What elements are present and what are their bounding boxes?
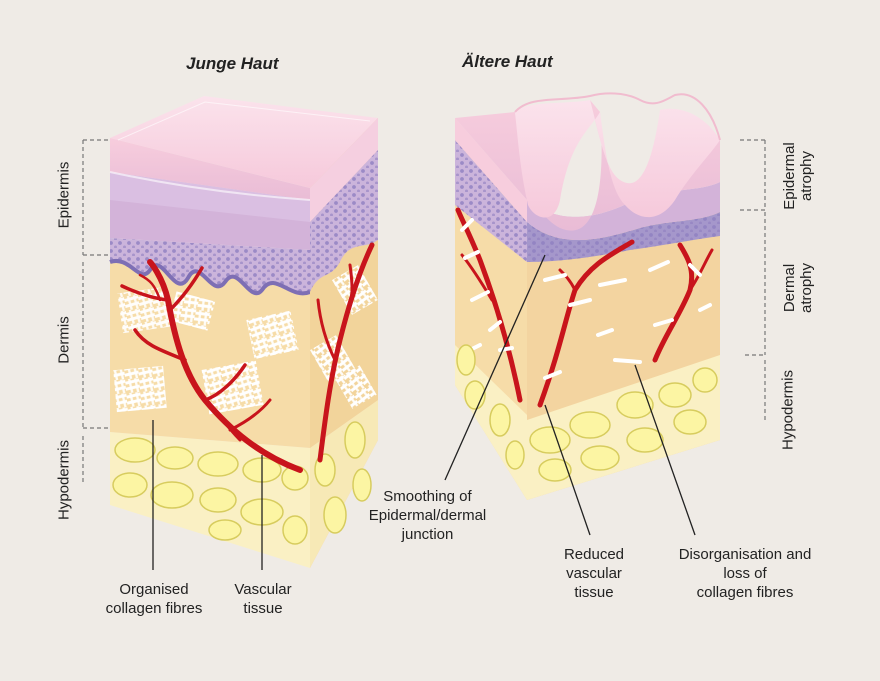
callout-smoothing-line1: Smoothing of	[383, 488, 472, 505]
young-stratum-corneum	[110, 138, 310, 200]
callout-reduced-vascular: Reduced vascular tissue	[548, 545, 640, 602]
callout-vascular-line2: tissue	[243, 600, 283, 617]
label-epidermis: Epidermis	[55, 161, 73, 229]
callout-disorg-line1: Disorganisation and	[678, 546, 812, 563]
callout-disorganisation: Disorganisation and loss of collagen fib…	[655, 545, 835, 602]
label-dermal-atrophy: Dermal atrophy	[781, 263, 815, 313]
label-epidermal-atrophy-line2: atrophy	[798, 150, 815, 202]
callout-smoothing-line3: junction	[401, 526, 454, 543]
label-hypodermis-left: Hypodermis	[55, 439, 73, 521]
callout-reduced-line2: vascular	[566, 565, 622, 582]
callout-organised-collagen: Organised collagen fibres	[80, 580, 228, 618]
leader-lines	[152, 254, 696, 570]
title-young-skin: Junge Haut	[186, 54, 279, 73]
callout-organised-line2: collagen fibres	[105, 600, 203, 617]
older-skin-block	[455, 92, 721, 500]
callout-disorg-line2: loss of	[723, 565, 767, 582]
left-layer-brackets	[82, 139, 108, 485]
callout-reduced-line3: tissue	[574, 584, 614, 601]
callout-smoothing-junction: Smoothing of Epidermal/dermal junction	[360, 487, 495, 544]
callout-smoothing-line2: Epidermal/dermal	[368, 507, 487, 524]
callout-disorg-line3: collagen fibres	[696, 584, 794, 601]
callout-organised-line1: Organised	[119, 581, 189, 598]
label-dermal-atrophy-line1: Dermal	[781, 263, 798, 313]
right-layer-brackets	[740, 139, 766, 420]
young-top-surface	[110, 96, 378, 188]
callout-vascular-tissue: Vascular tissue	[222, 580, 304, 618]
young-dermis	[110, 260, 310, 448]
callout-vascular-line1: Vascular	[234, 581, 292, 598]
callout-reduced-line1: Reduced	[563, 546, 625, 563]
label-epidermal-atrophy: Epidermal atrophy	[781, 142, 815, 210]
title-older-skin: Ältere Haut	[462, 52, 553, 71]
label-dermis: Dermis	[55, 316, 73, 364]
label-hypodermis-right: Hypodermis	[779, 369, 797, 451]
label-dermal-atrophy-line2: atrophy	[798, 262, 815, 314]
young-skin-block	[109, 96, 378, 568]
label-epidermal-atrophy-line1: Epidermal	[781, 142, 798, 210]
